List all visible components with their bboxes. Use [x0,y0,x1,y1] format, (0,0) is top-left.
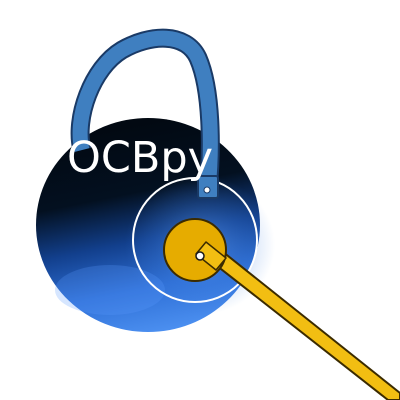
pointer-pivot [195,251,205,261]
pointer-arm [197,239,400,400]
logo-text: OCBpy [67,133,213,183]
pointer-arm-overlay [195,241,227,271]
handle-arc-fill [72,30,218,191]
orbit-ring [132,177,258,303]
sphere-highlight [55,265,165,315]
handle-end-hole [203,186,211,194]
